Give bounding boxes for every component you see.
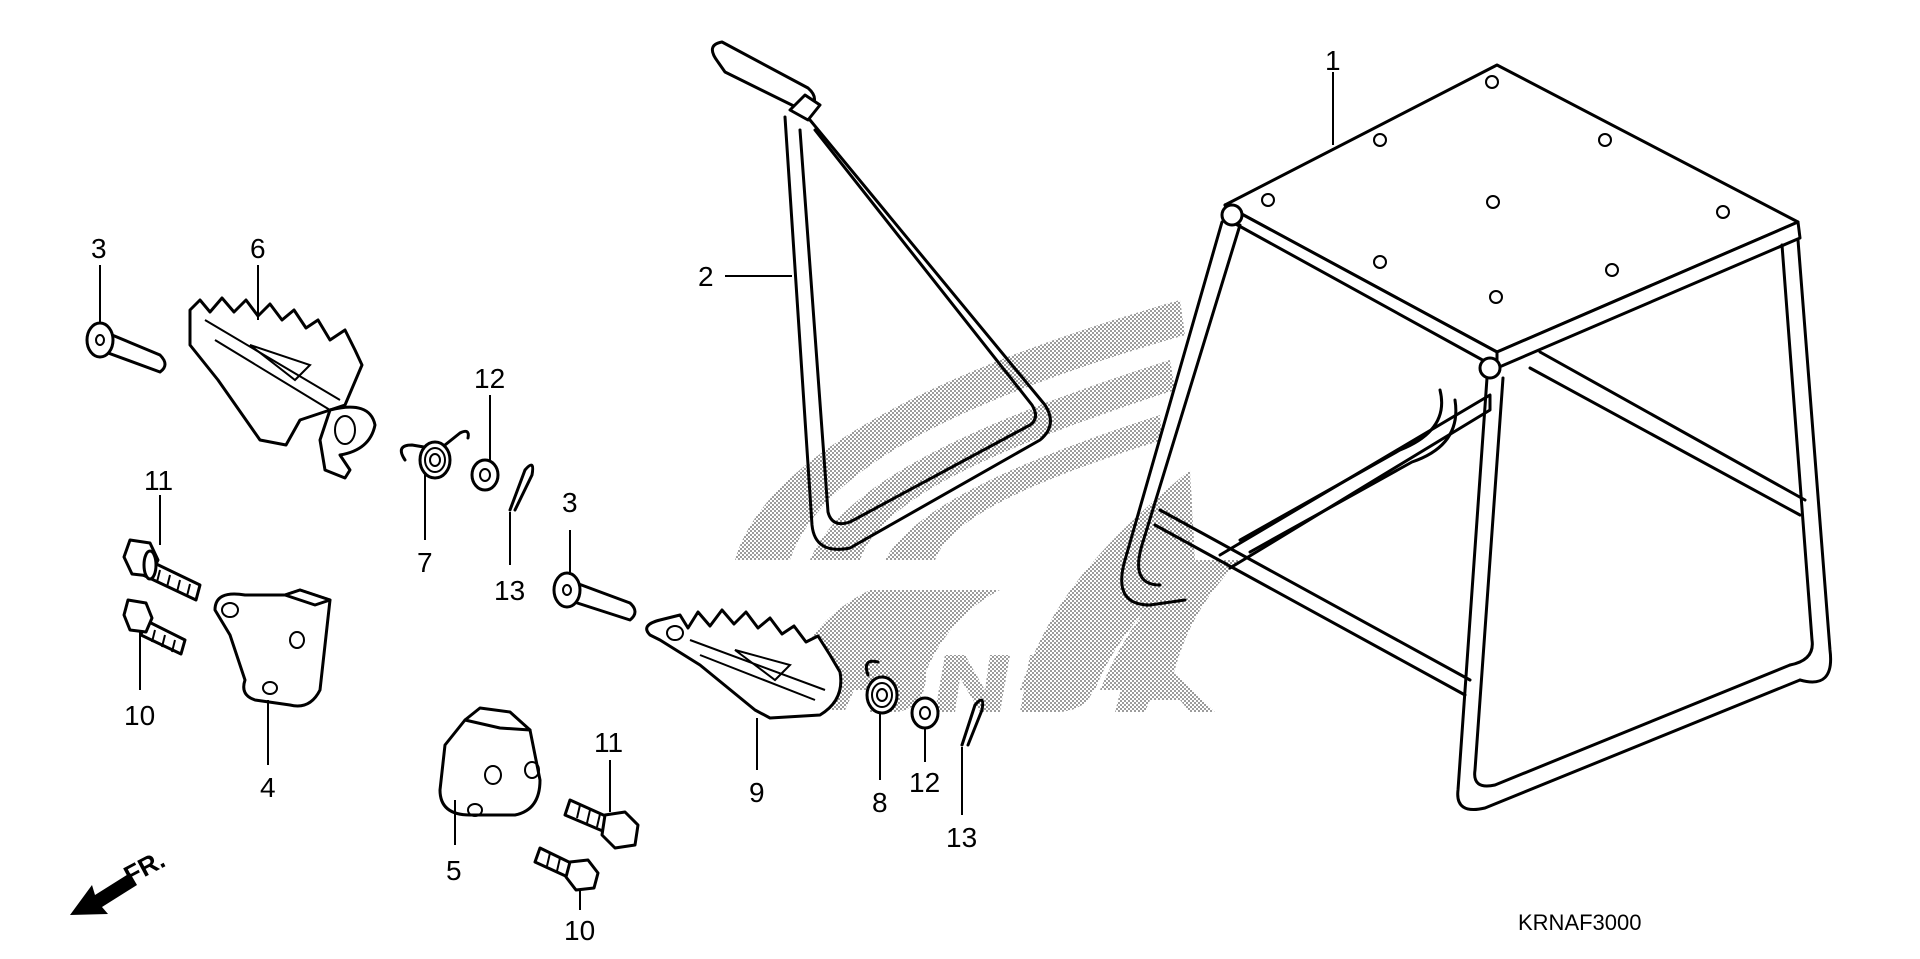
callout-13-left: 13 [494,575,525,606]
part-13-cotter-pin-left [508,463,535,512]
part-4-bracket [213,588,332,708]
part-10-bolt-upper [122,598,187,656]
part-1-stand [1120,63,1833,811]
part-12-washer-left [470,458,500,492]
part-9-footpeg-right [645,608,843,720]
front-direction-indicator: FR. [70,844,170,915]
callout-12-left: 12 [474,363,505,394]
part-8-spring [864,659,899,715]
part-3-pin-left [85,321,167,374]
part-12-washer-right [910,696,940,730]
part-10-bolt-lower [533,846,600,892]
callout-labels: 1 2 3 6 12 7 13 3 11 10 4 9 8 12 13 11 5… [91,45,1341,946]
part-3-pin-center [552,571,637,622]
front-arrow-icon [70,873,137,915]
callout-13-right: 13 [946,822,977,853]
callout-1: 1 [1325,45,1341,76]
callout-10-upper: 10 [124,700,155,731]
callout-3-left: 3 [91,233,107,264]
callout-2: 2 [698,261,714,292]
callout-12-right: 12 [909,767,940,798]
part-7-spring [399,429,470,480]
callout-5: 5 [446,855,462,886]
callout-4: 4 [260,772,276,803]
callout-10-lower: 10 [564,915,595,946]
callout-6: 6 [250,233,266,264]
part-11-bolt-upper [122,538,202,602]
callout-9: 9 [749,777,765,808]
part-11-bolt-lower [563,798,640,850]
callout-3-center: 3 [562,487,578,518]
part-6-footpeg-left [188,296,377,480]
diagram-code: KRNAF3000 [1518,910,1642,935]
part-13-cotter-pin-right [960,698,985,747]
leader-lines [99,72,1334,910]
callout-11-upper: 11 [144,465,173,496]
part-5-bracket [438,706,542,817]
callout-8: 8 [872,787,888,818]
callout-11-lower: 11 [594,727,623,758]
part-2-side-stand [710,40,1052,551]
callout-7: 7 [417,547,433,578]
